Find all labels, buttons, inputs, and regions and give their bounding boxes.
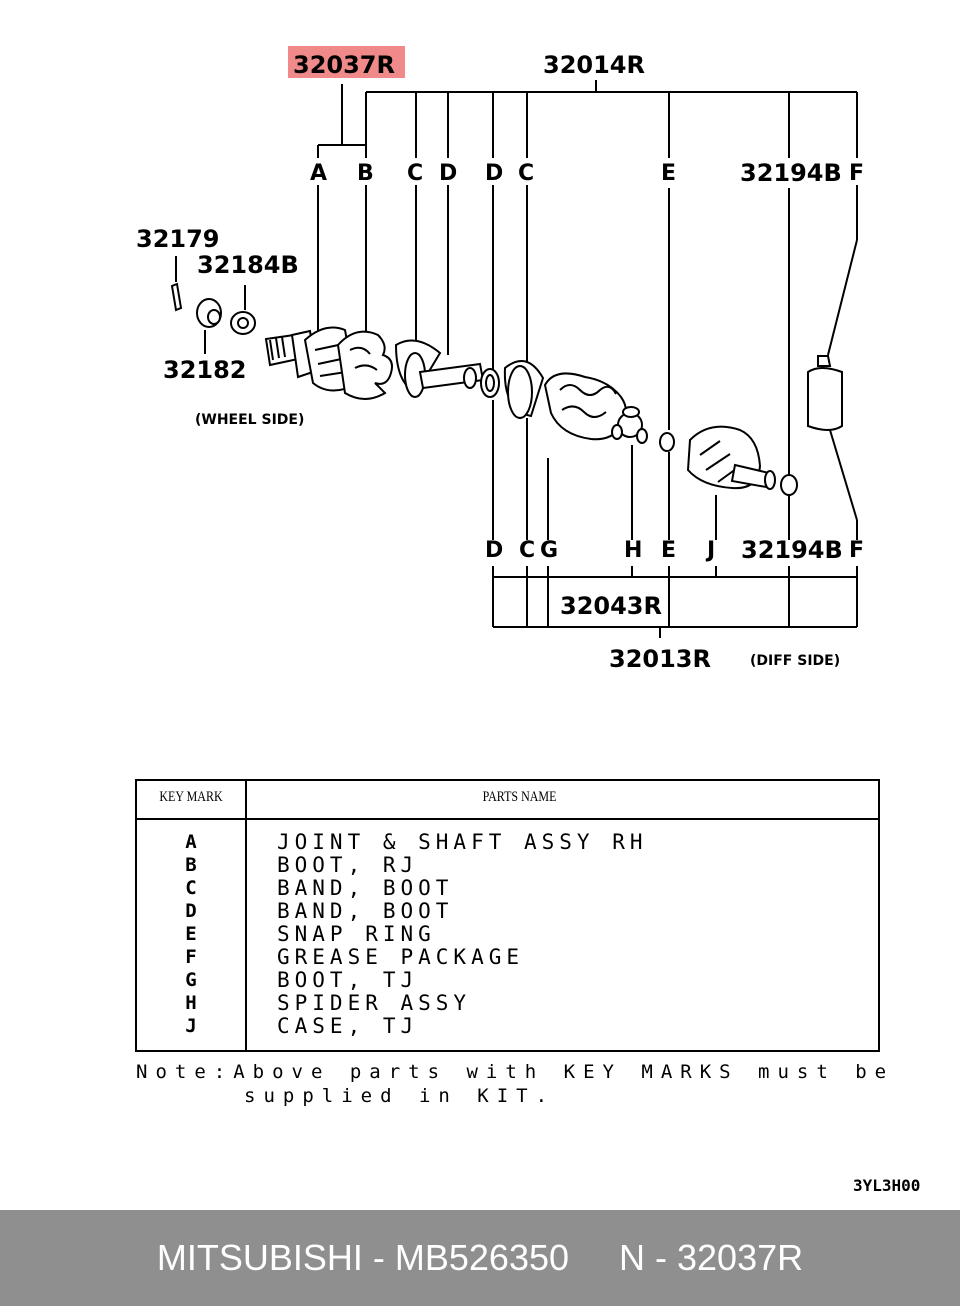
key-mark-cell: J <box>185 1015 197 1037</box>
part-name-cell: JOINT & SHAFT ASSY RH <box>277 830 648 854</box>
table-row: F GREASE PACKAGE <box>137 945 878 971</box>
part-name-cell: BOOT, TJ <box>277 968 419 992</box>
header-parts-name: PARTS NAME <box>482 789 557 805</box>
key-mark-cell: F <box>185 946 197 968</box>
key-letter-bottom: J <box>705 538 715 563</box>
table-row: B BOOT, RJ <box>137 853 878 879</box>
label-32179: 32179 <box>136 225 220 253</box>
label-32014R: 32014R <box>543 51 645 79</box>
table-row: G BOOT, TJ <box>137 968 878 994</box>
key-mark-cell: B <box>185 854 197 876</box>
part-name-cell: CASE, TJ <box>277 1014 419 1038</box>
key-letter-bottom: E <box>661 538 676 563</box>
key-letter-top: B <box>357 161 374 186</box>
table-row: J CASE, TJ <box>137 1014 878 1040</box>
part-name-cell: GREASE PACKAGE <box>277 945 525 969</box>
label-32194B-bottom: 32194B <box>741 536 843 564</box>
key-letter-bottom: H <box>624 538 642 563</box>
table-divider <box>245 781 247 1050</box>
key-mark-cell: D <box>185 900 197 922</box>
note-line-2: supplied in KIT. <box>244 1085 556 1107</box>
part-name-cell: SPIDER ASSY <box>277 991 472 1015</box>
key-letter-top: D <box>439 161 457 186</box>
parts-diagram: 32037R 32014R 32179 32184B 32182 32194B … <box>136 46 864 673</box>
label-32043R: 32043R <box>560 592 662 620</box>
highlighted-part-number: 32037R <box>293 51 395 79</box>
key-letter-bottom: D <box>485 538 503 563</box>
footer-bar: MITSUBISHI - MB526350 N - 32037R <box>0 1210 960 1306</box>
label-diff-side: (DIFF SIDE) <box>750 653 840 669</box>
part-name-cell: BOOT, RJ <box>277 853 419 877</box>
key-mark-cell: E <box>185 923 197 945</box>
key-mark-cell: G <box>185 969 197 991</box>
table-row: C BAND, BOOT <box>137 876 878 902</box>
table-body: A JOINT & SHAFT ASSY RH B BOOT, RJ C BAND, BO… <box>137 830 878 1040</box>
parts-table: KEY MARK PARTS NAME A JOINT & SHAFT ASSY … <box>135 779 880 1052</box>
drive-shaft-assembly-drawing <box>170 282 843 496</box>
label-32013R: 32013R <box>609 645 711 673</box>
label-32194B-top: 32194B <box>740 159 842 187</box>
label-32182: 32182 <box>163 356 247 384</box>
key-letter-top: C <box>407 161 423 186</box>
label-32184B: 32184B <box>197 251 299 279</box>
key-mark-cell: A <box>185 831 197 853</box>
part-name-cell: BAND, BOOT <box>277 899 454 923</box>
diagram-code: 3YL3H00 <box>853 1176 921 1195</box>
footer-part-info: MITSUBISHI - MB526350 N - 32037R <box>156 1237 804 1278</box>
label-wheel-side: (WHEEL SIDE) <box>195 412 304 428</box>
table-row: E SNAP RING <box>137 922 878 948</box>
key-letter-top: E <box>661 161 676 186</box>
key-letter-top: F <box>849 161 864 186</box>
key-letter-bottom: F <box>849 538 864 563</box>
key-letter-bottom: C <box>519 538 535 563</box>
key-letter-top: C <box>518 161 534 186</box>
table-row: H SPIDER ASSY <box>137 991 878 1017</box>
key-mark-cell: C <box>185 877 197 899</box>
note-line-1: Note:Above parts with KEY MARKS must be <box>136 1061 895 1083</box>
key-letter-top: D <box>485 161 503 186</box>
kit-note: Note:Above parts with KEY MARKS must be … <box>136 1060 894 1108</box>
highlight-box <box>288 46 405 78</box>
part-name-cell: BAND, BOOT <box>277 876 454 900</box>
table-row: D BAND, BOOT <box>137 899 878 925</box>
key-letter-bottom: G <box>540 538 558 563</box>
table-row: A JOINT & SHAFT ASSY RH <box>137 830 878 856</box>
key-mark-cell: H <box>185 992 197 1014</box>
key-letter-top: A <box>310 161 327 186</box>
table-header: KEY MARK PARTS NAME <box>137 781 878 820</box>
part-name-cell: SNAP RING <box>277 922 436 946</box>
header-key-mark: KEY MARK <box>159 789 223 805</box>
